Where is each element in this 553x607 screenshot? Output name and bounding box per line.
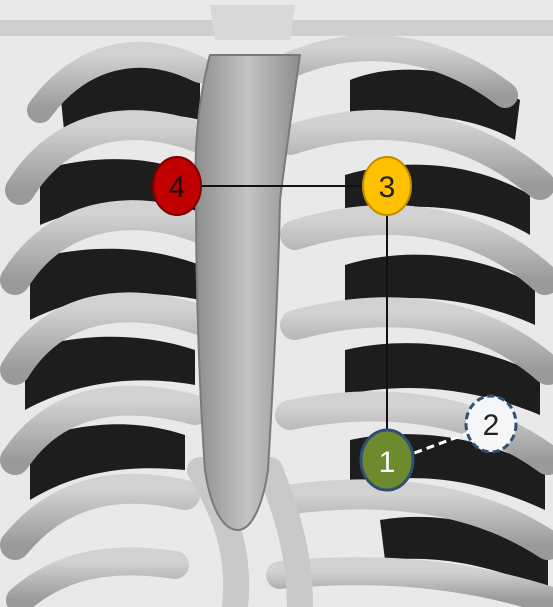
- marker-1: 1: [361, 430, 413, 490]
- marker-2: 2: [466, 396, 516, 452]
- marker-1-label: 1: [379, 446, 396, 479]
- marker-3: 3: [363, 157, 411, 215]
- marker-3-label: 3: [379, 171, 396, 204]
- marker-4: 4: [153, 157, 201, 215]
- marker-2-label: 2: [483, 409, 500, 442]
- marker-4-label: 4: [169, 171, 186, 204]
